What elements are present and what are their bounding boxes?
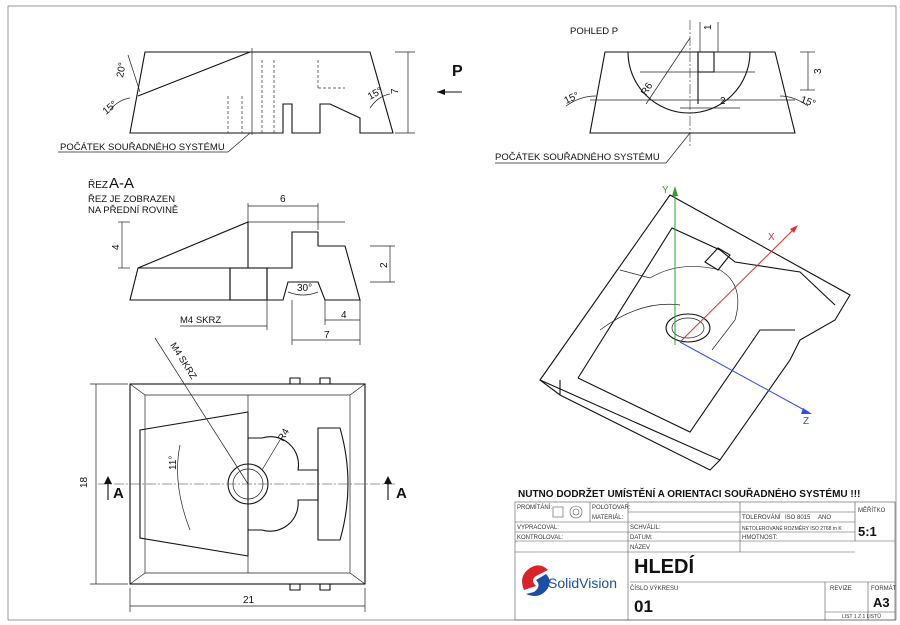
section-dim-left: 4 <box>111 244 122 250</box>
title-block: NUTNO DODRŽET UMÍSTĚNÍ A ORIENTACI SOUŘA… <box>514 487 897 621</box>
front-origin-note: POČÁTEK SOUŘADNÉHO SYSTÉMU <box>60 142 225 153</box>
view-p-dim-right: 3 <box>813 68 824 74</box>
tb-material: MATERIÁL: <box>592 514 624 521</box>
section-title-prefix: ŘEZ <box>88 178 108 191</box>
top-dim-height: 18 <box>79 476 90 488</box>
view-p-origin-note: POČÁTEK SOUŘADNÉHO SYSTÉMU <box>495 152 660 163</box>
section-note-1: ŘEZ JE ZOBRAZEN <box>88 194 175 205</box>
tb-format-label: FORMÁT <box>871 585 897 592</box>
front-angle-top: 20° <box>115 62 128 79</box>
top-dim-width: 21 <box>243 595 255 606</box>
section-note-2: NA PŘEDNÍ ROVINĚ <box>88 205 178 216</box>
section-view: ŘEZ A-A ŘEZ JE ZOBRAZEN NA PŘEDNÍ ROVINĚ… <box>88 175 395 345</box>
warning-text: NUTNO DODRŽET UMÍSTĚNÍ A ORIENTACI SOUŘA… <box>518 487 860 500</box>
isometric-view: Y X Z <box>539 185 851 471</box>
iso-axis-z-label: Z <box>803 416 809 427</box>
section-hole-note: M4 SKRZ <box>180 315 221 326</box>
section-mark-right: A <box>396 485 407 502</box>
tb-tolerovani: TOLEROVÁNÍ <box>742 514 781 521</box>
sheet-border <box>7 5 897 621</box>
solidvision-logo: SolidVision <box>522 565 617 596</box>
tb-cislo-label: ČÍSLO VÝKRESU <box>630 585 678 592</box>
section-dim-top: 6 <box>280 194 286 205</box>
tb-tol-norm: ISO 8015 <box>785 515 811 521</box>
tb-kontroloval: KONTROLOVAL: <box>517 535 564 541</box>
top-radius: R4 <box>276 427 292 444</box>
view-p-angle-left: 15° <box>563 90 581 106</box>
front-angle-left: 15° <box>101 99 120 117</box>
view-p-radius: R6 <box>639 81 655 98</box>
section-dim-bottom2: 7 <box>324 330 330 341</box>
tb-nazev-label: NÁZEV <box>630 544 650 551</box>
section-dim-bottom1: 4 <box>341 310 347 321</box>
top-hole-note: M4 SKRZ <box>167 341 198 382</box>
view-p-angle-right: 15° <box>799 94 817 110</box>
view-p-dim-top: 1 <box>703 24 714 30</box>
tb-netol: NETOLEROVANÉ ROZMĚRY ISO 2768 m K <box>742 524 842 532</box>
tb-vypracoval: VYPRACOVAL: <box>517 525 559 531</box>
view-p: POHLED P 1 3 R6 2 15° 15° POČÁTEK SOUŘAD… <box>495 20 824 164</box>
tb-scale: 5:1 <box>858 524 877 539</box>
tb-format: A3 <box>873 595 890 610</box>
front-angle-right: 15° <box>366 86 385 103</box>
tb-polotovar: POLOTOVAR: <box>592 505 631 511</box>
tb-datum: DATUM: <box>630 535 653 541</box>
iso-axis-y-label: Y <box>662 185 669 196</box>
tb-list: LIST 1 Z 1 LISTŮ <box>842 613 881 620</box>
logo-text: SolidVision <box>548 575 617 591</box>
view-p-dim-width: 2 <box>720 96 726 107</box>
tb-meritko-label: MĚŘÍTKO <box>858 506 886 514</box>
front-height-dim: 7 <box>390 88 401 94</box>
top-angle: 11° <box>168 456 179 470</box>
tb-cislo: 01 <box>634 597 653 616</box>
iso-axis-x-label: X <box>768 232 775 243</box>
view-arrow-label: P <box>452 63 463 80</box>
section-angle: 30° <box>297 283 312 294</box>
tb-hmotnost: HMOTNOST: <box>742 535 778 541</box>
tb-nazev: HLEDÍ <box>634 555 694 578</box>
section-title-id: A-A <box>109 175 134 192</box>
top-view: A A 18 21 R4 11° M4 SKRZ <box>79 337 407 612</box>
tb-promitani: PROMÍTÁNÍ: <box>517 504 552 511</box>
section-mark-left: A <box>113 485 124 502</box>
tb-revize-label: REVIZE <box>830 586 852 592</box>
tb-tol-value: ANO <box>818 515 831 521</box>
tb-schvalil: SCHVÁLIL: <box>630 524 661 531</box>
view-p-title: POHLED P <box>570 26 618 37</box>
front-view: 20° 15° 15° 7 POČÁTEK SOUŘADNÉHO SYSTÉMU… <box>58 48 463 153</box>
section-dim-right: 2 <box>379 262 390 268</box>
